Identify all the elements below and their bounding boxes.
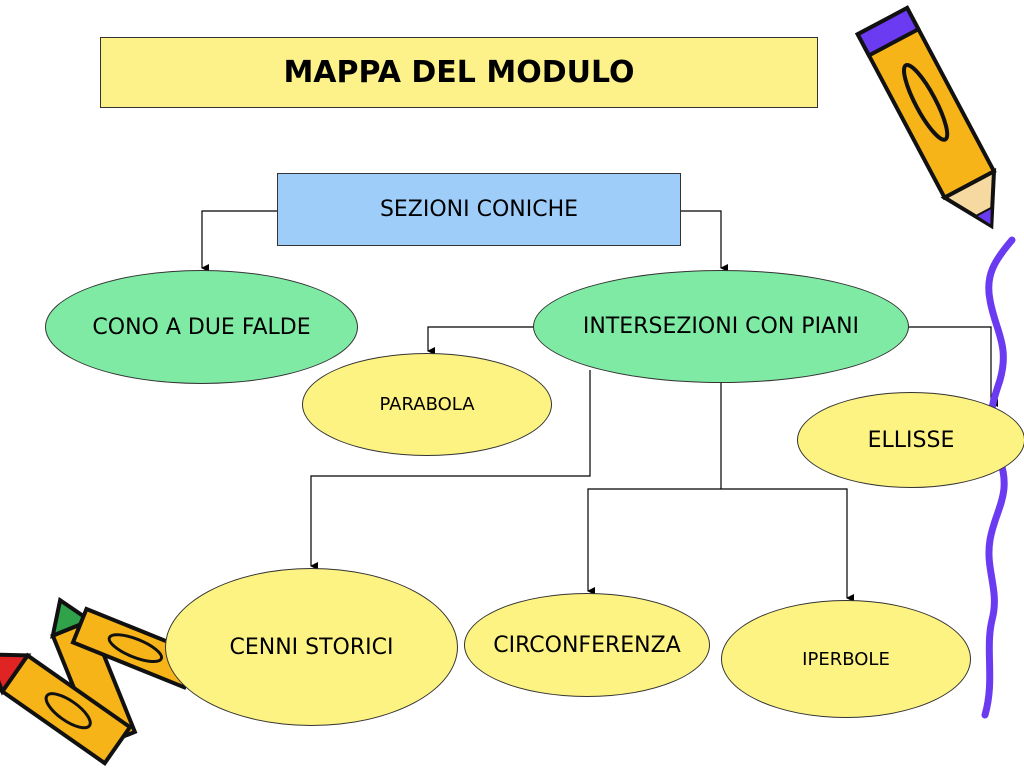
node-parabola: PARABOLA	[302, 353, 552, 456]
edge-root-inter	[681, 210, 728, 272]
node-cenni-storici: CENNI STORICI	[165, 568, 458, 726]
root-node: SEZIONI CONICHE	[277, 173, 681, 246]
page-title: MAPPA DEL MODULO	[100, 37, 818, 108]
node-ellisse: ELLISSE	[797, 392, 1024, 488]
node-iperbole: IPERBOLE	[721, 600, 971, 718]
edge-inter-parabola	[427, 326, 535, 355]
edge-inter-circ	[587, 488, 721, 595]
edge-root-cono	[201, 210, 277, 272]
node-circonferenza: CIRCONFERENZA	[464, 593, 710, 697]
node-cono-a-due-falde: CONO A DUE FALDE	[45, 270, 358, 384]
edge-inter-iperb	[721, 488, 854, 602]
edge-inter-cenni	[310, 370, 591, 570]
edge-inter-ellisse	[907, 326, 998, 407]
node-intersezioni-con-piani: INTERSEZIONI CON PIANI	[533, 270, 909, 383]
